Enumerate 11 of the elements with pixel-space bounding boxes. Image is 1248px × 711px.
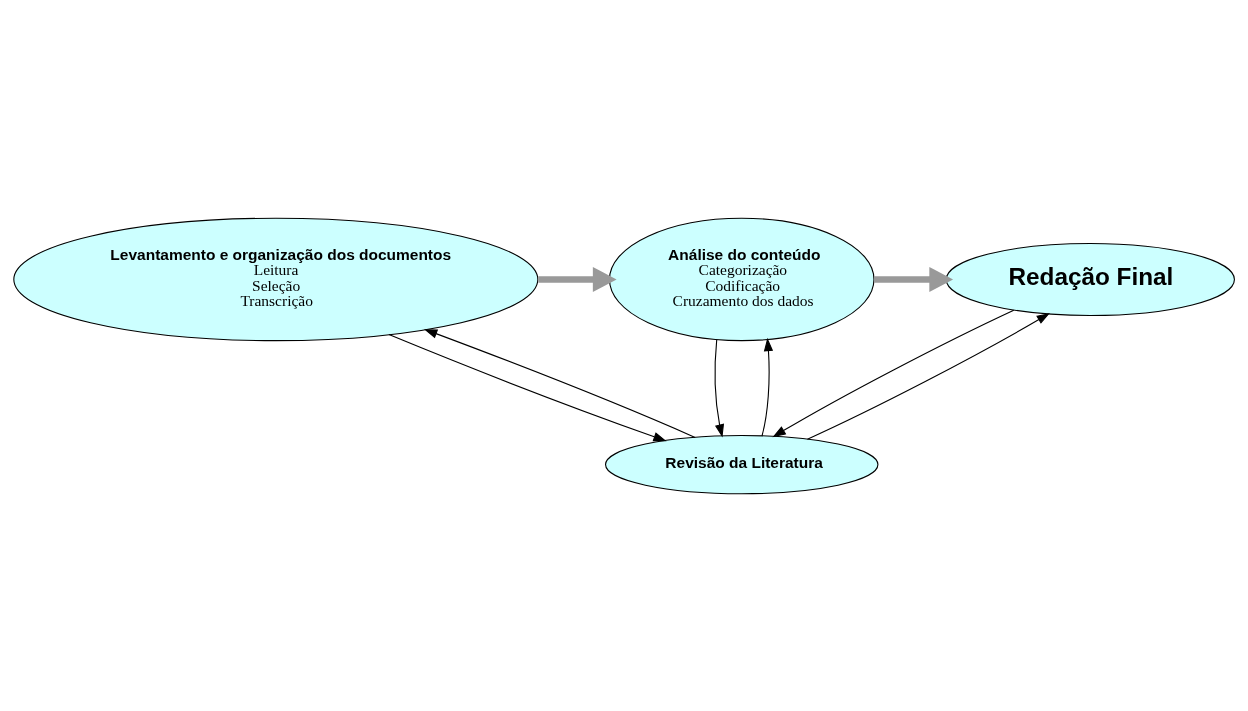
arrow <box>714 338 725 438</box>
arrow <box>874 266 954 292</box>
node-ellipse: Redação Final <box>945 242 1235 316</box>
node-ellipse: Revisão da Literatura <box>605 434 879 494</box>
arrow <box>772 309 1015 437</box>
node-ellipse: Análise do conteúdo Categorização Codificação Cruzamento dos dados <box>608 217 875 341</box>
arrow <box>761 337 774 436</box>
arrow <box>424 328 696 438</box>
arrow <box>806 312 1050 440</box>
arrow <box>538 266 617 292</box>
arrow <box>388 333 667 441</box>
